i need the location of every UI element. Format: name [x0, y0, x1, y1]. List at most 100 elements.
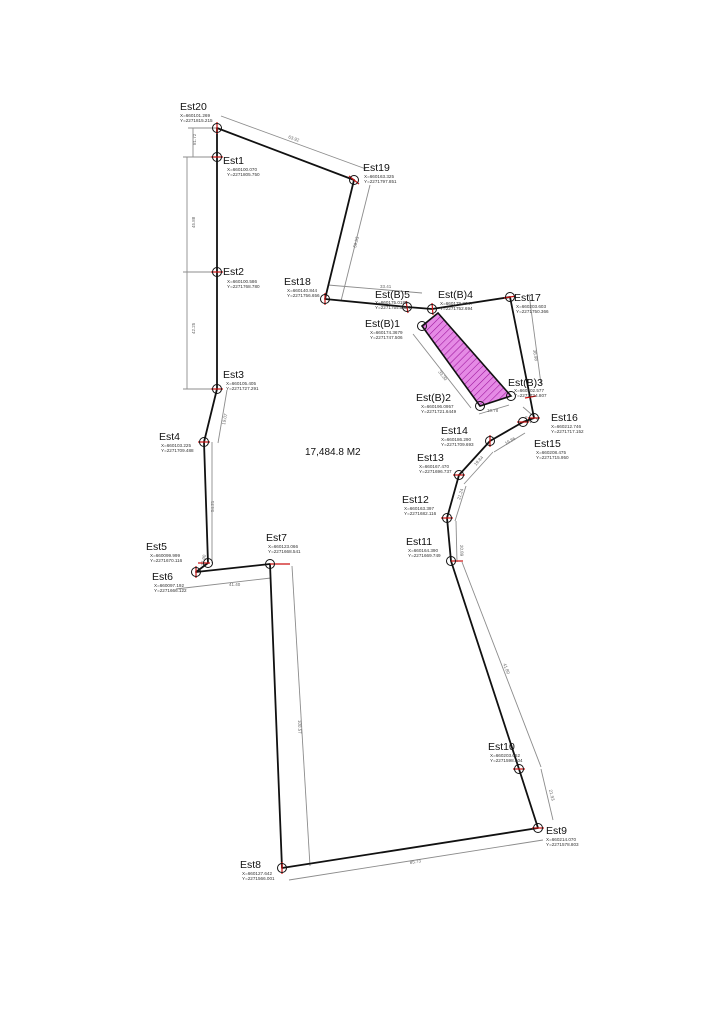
dimension-lines — [175, 115, 554, 881]
dim-label: 45.88 — [191, 216, 196, 228]
station-name-est7: Est7 — [266, 532, 287, 544]
station-y-est18: Y=2271756.656 — [287, 293, 320, 298]
station-x-est11: X=660164.390 — [408, 548, 438, 553]
station-marker-est4 — [199, 437, 209, 447]
station-name-est11: Est11 — [406, 536, 432, 548]
dim-label: 42.25 — [191, 322, 196, 334]
dim-label: 54.21 — [210, 500, 215, 512]
station-y-est-b3: Y=2271724.807 — [514, 393, 547, 398]
station-x-est1: X=660100.070 — [227, 167, 257, 172]
station-marker-est6 — [191, 567, 201, 577]
station-name-est12: Est12 — [402, 494, 429, 506]
station-y-est14: Y=2271709.693 — [441, 442, 474, 447]
station-x-est17: X=660203.603 — [516, 304, 546, 309]
station-name-est4: Est4 — [159, 431, 180, 443]
station-marker-est5 — [203, 558, 213, 568]
dim-label: 21.24 — [456, 488, 464, 501]
dim-label: 63.92 — [288, 134, 301, 143]
station-y-est4: Y=2271709.488 — [161, 448, 194, 453]
station-y-est13: Y=2271696.737 — [419, 469, 452, 474]
station-y-est19: Y=2271797.851 — [364, 179, 397, 184]
station-name-est1: Est1 — [223, 155, 244, 167]
station-y-est5: Y=2271670.116 — [150, 558, 183, 563]
dim-label: 27.90 — [200, 554, 207, 566]
station-y-est7: Y=2271668.541 — [268, 549, 301, 554]
dim-label: 36.98 — [532, 349, 539, 361]
station-x-est18: X=660140.844 — [287, 288, 317, 293]
station-x-est14: X=660186.290 — [441, 437, 471, 442]
station-marker-est8 — [277, 863, 287, 873]
station-marker-est12 — [442, 513, 452, 523]
dim-line-est12-est11 — [455, 520, 458, 563]
dim-label: 19.07 — [221, 413, 228, 426]
dim-line-est9-est8 — [288, 839, 544, 881]
station-name-est-b2: Est(B)2 — [416, 392, 451, 404]
station-y-est-b5: Y=2271754.5624 — [375, 305, 411, 310]
station-marker-est3 — [212, 384, 222, 394]
station-x-est8: X=660127.642 — [242, 871, 272, 876]
station-marker-est-b4 — [427, 304, 437, 314]
station-y-est9: Y=2271578.803 — [546, 842, 579, 847]
dim-label: 41.80 — [502, 663, 511, 676]
station-name-est20: Est20 — [180, 101, 207, 113]
station-marker-est11 — [446, 556, 456, 566]
station-x-est2: X=660100.586 — [227, 279, 257, 284]
station-y-est12: Y=2271682.116 — [404, 511, 437, 516]
dim-line-est10-est9 — [540, 768, 554, 821]
station-y-est17: Y=2271750.366 — [516, 309, 549, 314]
dim-line-est(b)1-est(b)2 — [412, 333, 472, 409]
station-marker-est15 — [518, 417, 528, 427]
station-marker-est-b1 — [417, 321, 427, 331]
station-x-est-b3: X=660202.577 — [514, 388, 544, 393]
hatched-easement-area — [420, 311, 513, 407]
dim-line-est13-est12 — [454, 485, 467, 522]
station-x-est7: X=660123.066 — [268, 544, 298, 549]
dim-line-est17-est(b)3 — [528, 293, 542, 385]
station-name-est10: Est10 — [488, 741, 515, 753]
station-x-est16: X=660212.746 — [551, 424, 581, 429]
station-name-est18: Est18 — [284, 276, 311, 288]
station-name-est17: Est17 — [514, 292, 541, 304]
station-x-est4: X=660103.225 — [161, 443, 191, 448]
tick — [524, 395, 537, 399]
station-name-est15: Est15 — [534, 438, 561, 450]
station-y-est11: Y=2271669.749 — [408, 553, 441, 558]
station-y-est6: Y=2271666.122 — [154, 588, 187, 593]
station-name-est13: Est13 — [417, 452, 444, 464]
station-y-est-b2: Y=2271721.6449 — [421, 409, 457, 414]
dim-label: 10.78 — [487, 408, 499, 413]
station-x-est-b1: X=660174.3679 — [370, 330, 403, 335]
dim-line-est7-est6 — [175, 577, 272, 590]
station-x-est6: X=660097.192 — [154, 583, 184, 588]
station-x-est5: X=660099.999 — [150, 553, 180, 558]
station-x-est13: X=660167.470 — [419, 464, 449, 469]
station-name-est-b3: Est(B)3 — [508, 377, 543, 389]
station-name-est-b1: Est(B)1 — [365, 318, 400, 330]
total-area-label: 17,484.8 M2 — [305, 447, 361, 458]
dim-line-est4-est3 — [217, 389, 228, 444]
property-boundary — [195, 127, 539, 869]
station-name-est2: Est2 — [223, 266, 244, 278]
station-x-est20: X=660101.269 — [180, 113, 210, 118]
station-marker-est18 — [320, 294, 330, 304]
station-name-est6: Est6 — [152, 571, 173, 583]
station-x-est9: X=660214.070 — [546, 837, 576, 842]
dim-label: 41.40 — [229, 582, 241, 587]
station-marker-est14 — [485, 436, 495, 446]
station-x-est19: X=660163.325 — [364, 174, 394, 179]
station-marker-est1 — [212, 152, 222, 162]
dim-label: 33.30 — [437, 370, 448, 382]
station-y-est16: Y=2271717.152 — [551, 429, 584, 434]
dimension-labels: 63.92 59.53 33.41 36.98 33.30 10.78 45.8… — [191, 133, 556, 865]
dim-label: 19.86 — [504, 436, 517, 446]
station-marker-est10 — [514, 764, 524, 774]
dim-line-est18-est(b)5 — [327, 284, 423, 294]
station-layer: Est20 X=660101.269 Y=2271815.215 Est1 X=… — [146, 101, 584, 881]
station-name-est5: Est5 — [146, 541, 167, 553]
dim-line-est20-est19 — [220, 115, 367, 170]
station-y-est3: Y=2271727.291 — [226, 386, 259, 391]
dim-line-est(b)2-est(b)3 — [478, 404, 510, 415]
station-marker-est-b5 — [402, 302, 412, 312]
dim-line-est14-est13 — [463, 451, 494, 485]
